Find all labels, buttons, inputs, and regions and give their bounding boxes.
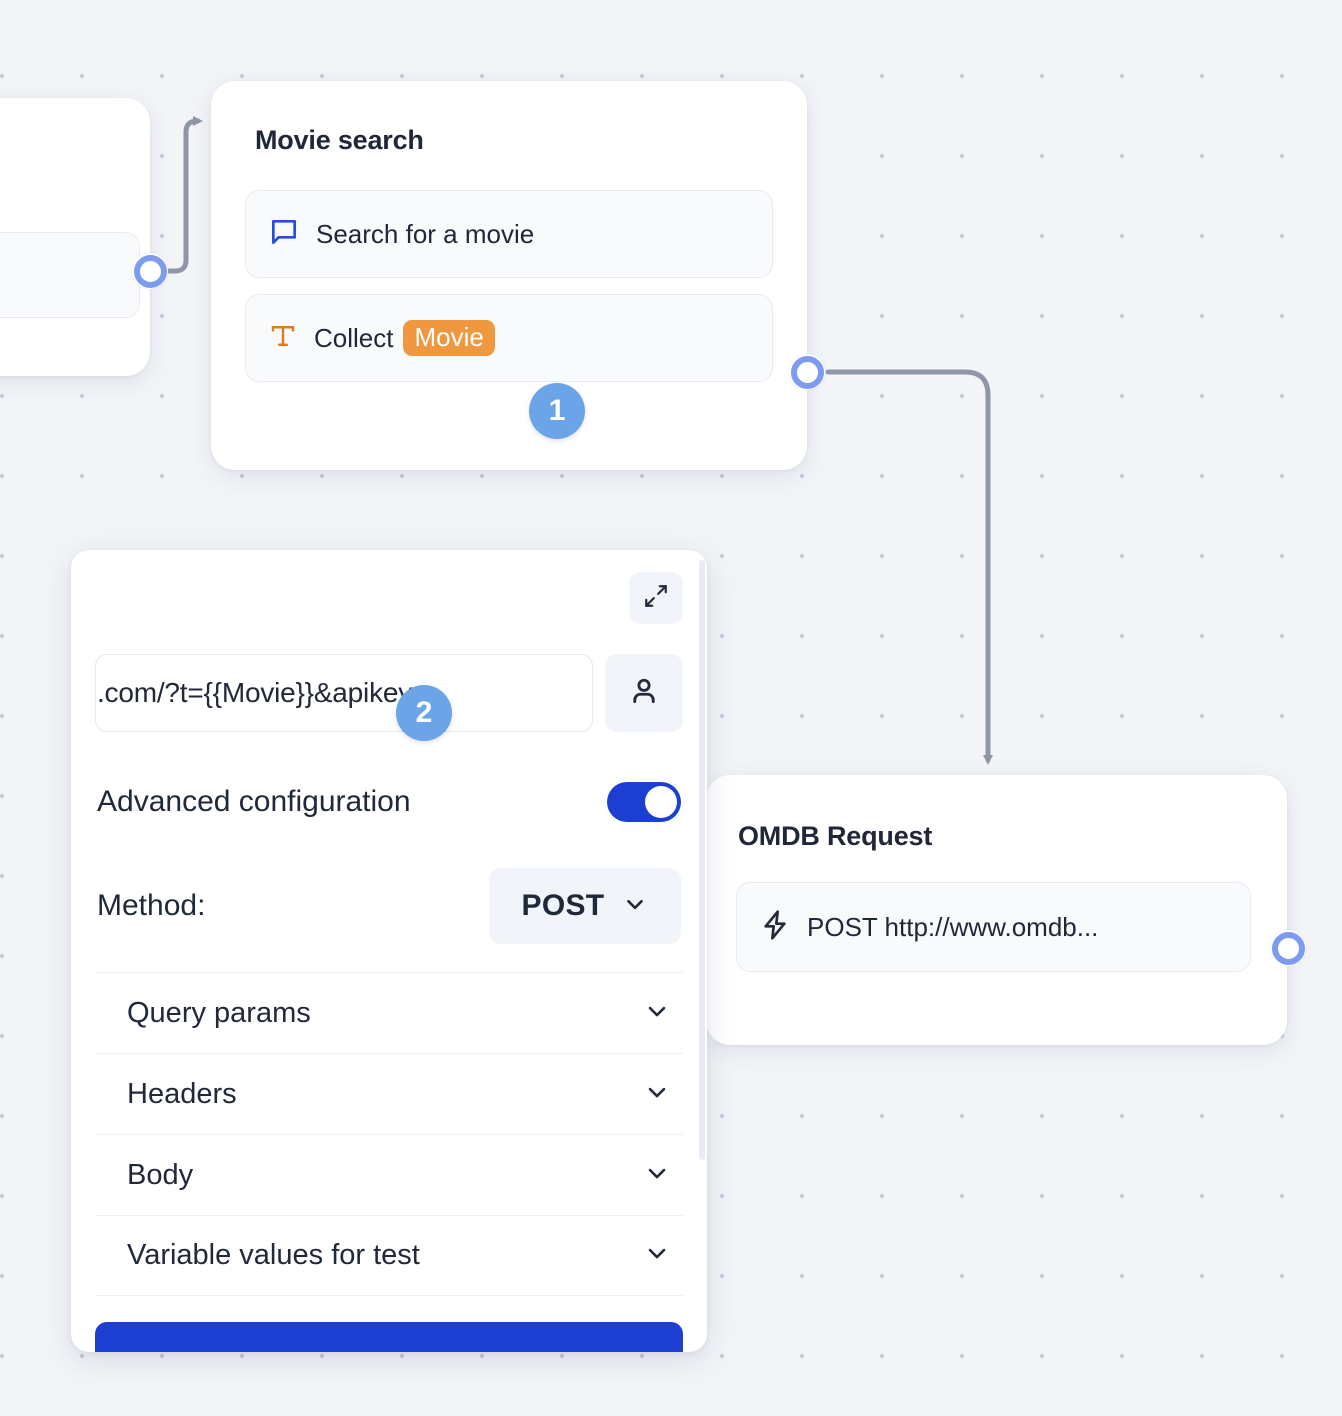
select-connection-button[interactable] (605, 654, 683, 732)
chevron-down-icon (643, 1159, 671, 1192)
node-row-label-group: Collect Movie (314, 320, 495, 356)
advanced-configuration-toggle[interactable] (607, 782, 681, 822)
panel-toolbar (95, 572, 683, 624)
request-url-input[interactable]: ıpi.com/?t={{Movie}}&apikey= (95, 654, 593, 732)
variable-tag-movie[interactable]: Movie (403, 320, 495, 356)
test-the-request-button[interactable]: Test the request (95, 1322, 683, 1352)
accordion-label: Body (127, 1158, 194, 1191)
node-row-label: POST http://www.omdb... (807, 911, 1099, 942)
accordion-label: Query params (127, 996, 311, 1029)
step-badge-1: 1 (529, 383, 585, 439)
method-select[interactable]: POST (489, 868, 681, 944)
method-label: Method: (97, 889, 206, 922)
node-row-label: Search for a movie (316, 218, 535, 249)
node-row-search-for-a-movie[interactable]: Search for a movie (245, 190, 773, 278)
node-row-label: Collect (314, 322, 394, 353)
request-accordion: Query params Headers (95, 972, 683, 1296)
lightning-bolt-icon (759, 909, 791, 946)
node-row-partial[interactable] (0, 232, 140, 318)
person-icon (627, 674, 661, 713)
node-card-omdb-request[interactable]: OMDB Request POST http://www.omdb... (696, 775, 1287, 1045)
advanced-configuration-label: Advanced configuration (97, 785, 411, 818)
node-row-collect-movie[interactable]: Collect Movie (245, 294, 773, 382)
connection-handle-movie-search-source[interactable] (789, 354, 825, 390)
chevron-down-icon (643, 1078, 671, 1111)
node-card-movie-search[interactable]: Movie search Search for a movie (211, 81, 807, 470)
node-card-partial[interactable] (0, 98, 150, 376)
accordion-item-variable-values-for-test[interactable]: Variable values for test (95, 1215, 683, 1296)
accordion-item-headers[interactable]: Headers (95, 1053, 683, 1134)
chevron-down-icon (622, 891, 648, 922)
url-row: ıpi.com/?t={{Movie}}&apikey= (95, 654, 683, 732)
request-url-value: ıpi.com/?t={{Movie}}&apikey= (95, 677, 429, 708)
panel-scrollbar[interactable] (699, 560, 705, 1160)
accordion-item-body[interactable]: Body (95, 1134, 683, 1215)
expand-panel-button[interactable] (629, 572, 683, 624)
message-bubble-icon (268, 216, 300, 253)
accordion-item-query-params[interactable]: Query params (95, 972, 683, 1053)
chevron-down-icon (643, 997, 671, 1030)
method-row: Method: POST (95, 868, 683, 944)
step-badge-2: 2 (396, 685, 452, 741)
node-row-post-request[interactable]: POST http://www.omdb... (736, 882, 1251, 972)
request-config-panel[interactable]: ıpi.com/?t={{Movie}}&apikey= Advanced co… (71, 550, 707, 1352)
expand-diagonal-icon (643, 583, 669, 614)
node-title-movie-search: Movie search (255, 125, 424, 155)
chevron-down-icon (643, 1239, 671, 1272)
node-title-omdb-request: OMDB Request (738, 821, 933, 851)
connection-handle-partial-source[interactable] (132, 253, 168, 289)
advanced-configuration-row: Advanced configuration (95, 782, 683, 822)
method-select-value: POST (521, 889, 605, 922)
accordion-label: Variable values for test (127, 1239, 420, 1271)
text-type-icon (268, 321, 298, 356)
connection-handle-omdb-request-source[interactable] (1270, 930, 1306, 966)
accordion-label: Headers (127, 1077, 237, 1110)
